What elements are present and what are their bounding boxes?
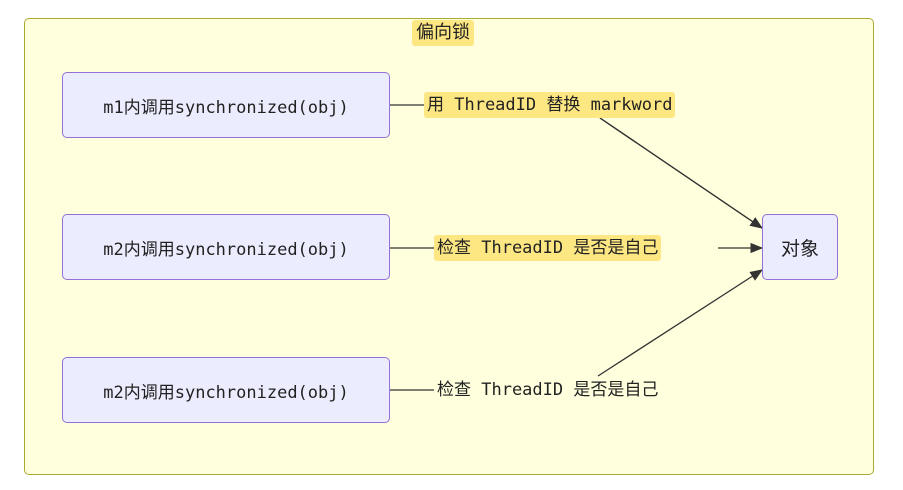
edge-m1-arrowhead (599, 117, 764, 229)
edge-m1-to-object (390, 104, 763, 229)
node-m2a: m2内调用synchronized(obj) (62, 214, 390, 280)
node-m2b: m2内调用synchronized(obj) (62, 357, 390, 423)
edge-label-replace-markword: 用 ThreadID 替换 markword (424, 92, 676, 118)
edge-label-check-threadid: 检查 ThreadID 是否是自己 (434, 235, 662, 261)
node-m1: m1内调用synchronized(obj) (62, 72, 390, 138)
edge-label-check-threadid-2: 检查 ThreadID 是否是自己 (434, 377, 662, 403)
edge-m2b-arrowhead (597, 269, 764, 377)
group-title: 偏向锁 (412, 20, 474, 46)
node-object: 对象 (762, 214, 838, 280)
